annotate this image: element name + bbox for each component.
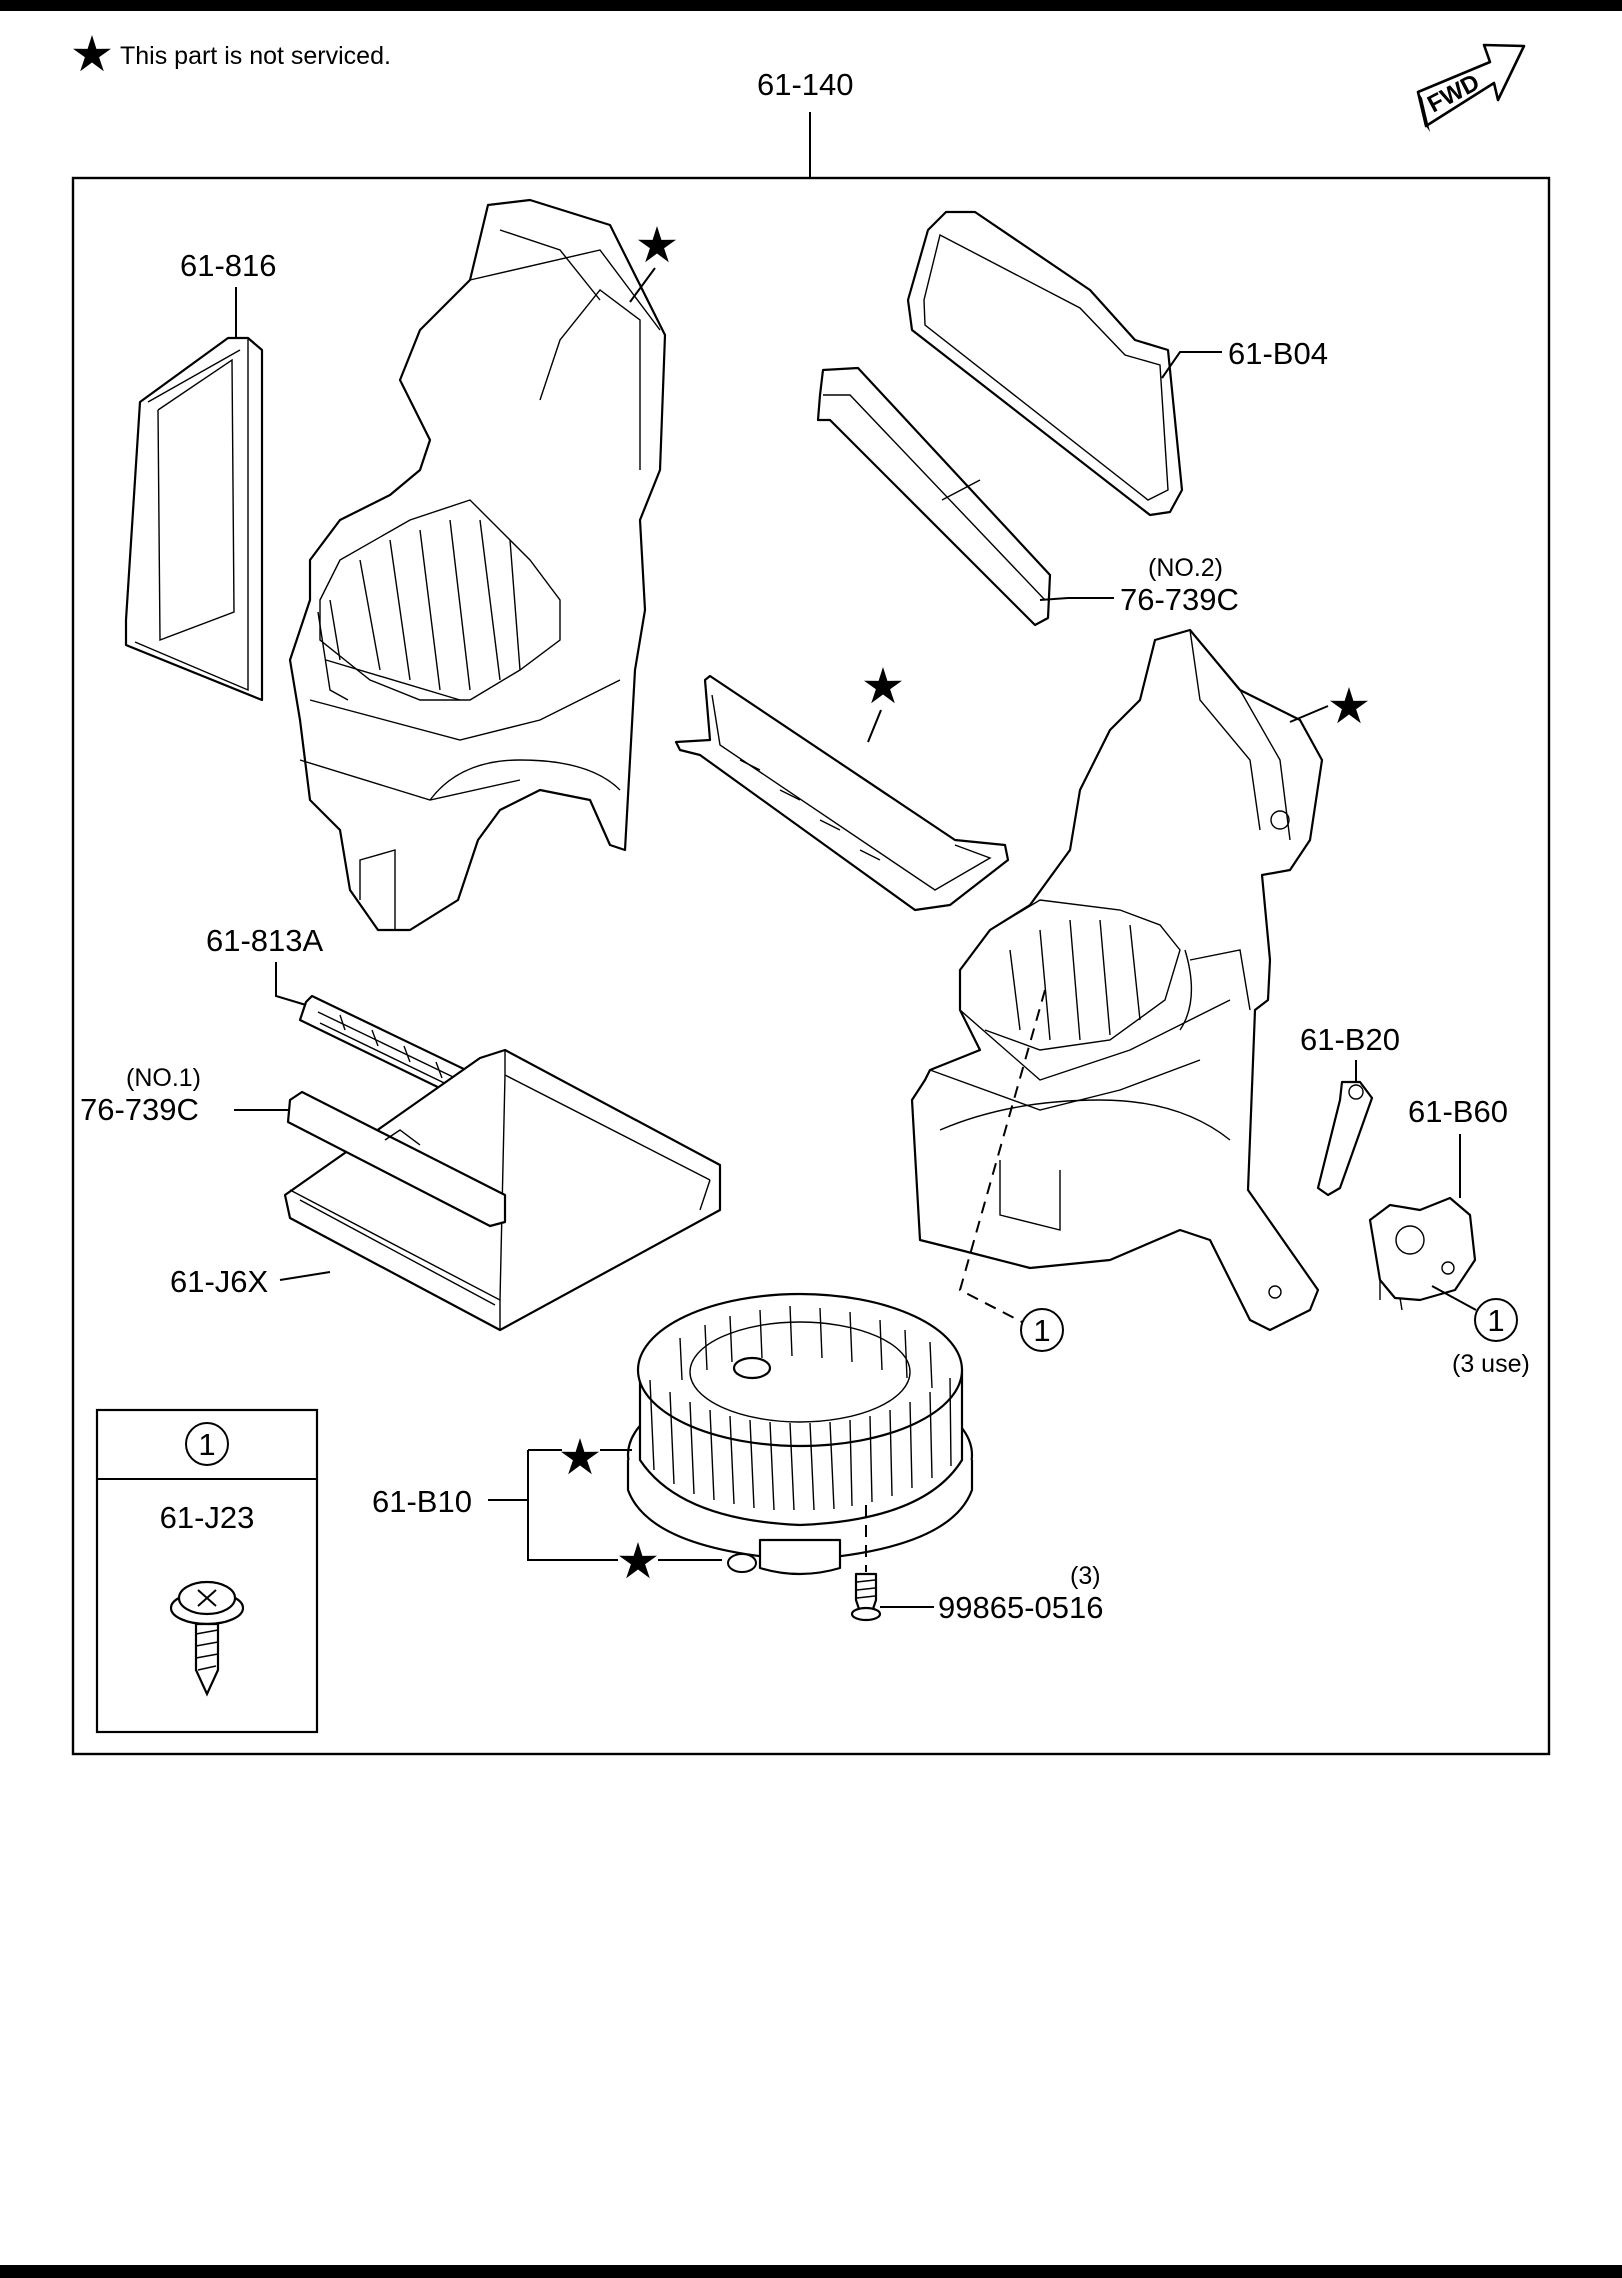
filter-element-leader	[279, 1271, 331, 1281]
duct-no2-part	[816, 366, 1052, 627]
gasket-part	[906, 210, 1184, 517]
right-housing-ref-circle	[1020, 1308, 1064, 1352]
center-frame-part	[674, 674, 1010, 912]
star-icon	[73, 35, 111, 72]
left-housing-part	[288, 198, 667, 932]
blower-o-ring	[727, 1553, 757, 1573]
blower-star-icon-upper	[561, 1438, 599, 1475]
resistor-label: 61-B20	[1300, 1022, 1400, 1057]
actuator-label: 61-B60	[1408, 1094, 1508, 1129]
left-housing-star-icon	[638, 226, 676, 263]
duct-no1-qualifier: (NO.1)	[126, 1064, 201, 1092]
gasket-label: 61-B04	[1228, 336, 1328, 371]
screw-label: 99865-0516	[938, 1590, 1104, 1625]
right-housing-ref-number: 1	[1033, 1313, 1050, 1348]
duct-no2-qualifier: (NO.2)	[1148, 554, 1223, 582]
assembly-frame	[71, 176, 1551, 1756]
screw-quantity: (3)	[1070, 1562, 1101, 1590]
gasket-leader	[1161, 351, 1222, 379]
actuator-part	[1368, 1196, 1477, 1311]
bottom-border-bar	[0, 2265, 1622, 2278]
filter-element-part	[283, 1048, 722, 1332]
filter-seal-part	[124, 336, 264, 702]
fwd-arrow-icon: FWD	[1416, 43, 1526, 132]
actuator-ref-leader	[1431, 1285, 1477, 1311]
reference-box	[95, 1408, 319, 1734]
actuator-ref-number: 1	[1487, 1303, 1504, 1338]
left-housing-star-leader	[629, 267, 656, 303]
right-housing-ref-leader	[958, 989, 1046, 1323]
blower-star-icon-lower	[619, 1542, 657, 1579]
actuator-ref-circle	[1474, 1298, 1518, 1342]
legend: This part is not serviced.	[73, 35, 391, 72]
blower-motor-label: 61-B10	[372, 1484, 472, 1519]
filter-cover-leader	[275, 962, 307, 1006]
resistor-part	[1316, 1080, 1374, 1197]
blower-motor-bracket	[527, 1450, 618, 1561]
duct-no2-leader	[1039, 597, 1114, 601]
filter-element-label: 61-J6X	[170, 1264, 269, 1299]
filter-seal-label: 61-816	[180, 248, 277, 283]
duct-no2-label: 76-739C	[1120, 582, 1239, 617]
duct-no1-label: 76-739C	[80, 1092, 199, 1127]
screw-part	[850, 1572, 882, 1622]
legend-note: This part is not serviced.	[120, 42, 391, 70]
tapping-screw-icon	[169, 1580, 245, 1697]
top-border-bar	[0, 0, 1622, 11]
actuator-ref-use: (3 use)	[1452, 1350, 1530, 1378]
right-housing-star-icon	[1330, 687, 1368, 724]
reference-box-part-label: 61-J23	[160, 1500, 255, 1535]
reference-box-circle	[185, 1422, 229, 1466]
center-frame-star-leader	[867, 709, 882, 743]
reference-box-number: 1	[198, 1427, 215, 1462]
blower-motor-part	[626, 1292, 974, 1576]
duct-no1-part	[286, 1090, 507, 1228]
right-housing-star-leader	[1289, 705, 1329, 723]
right-housing-part	[910, 628, 1324, 1332]
center-frame-star-icon	[864, 667, 902, 704]
assembly-part-label: 61-140	[757, 67, 854, 102]
filter-cover-label: 61-813A	[206, 923, 324, 958]
